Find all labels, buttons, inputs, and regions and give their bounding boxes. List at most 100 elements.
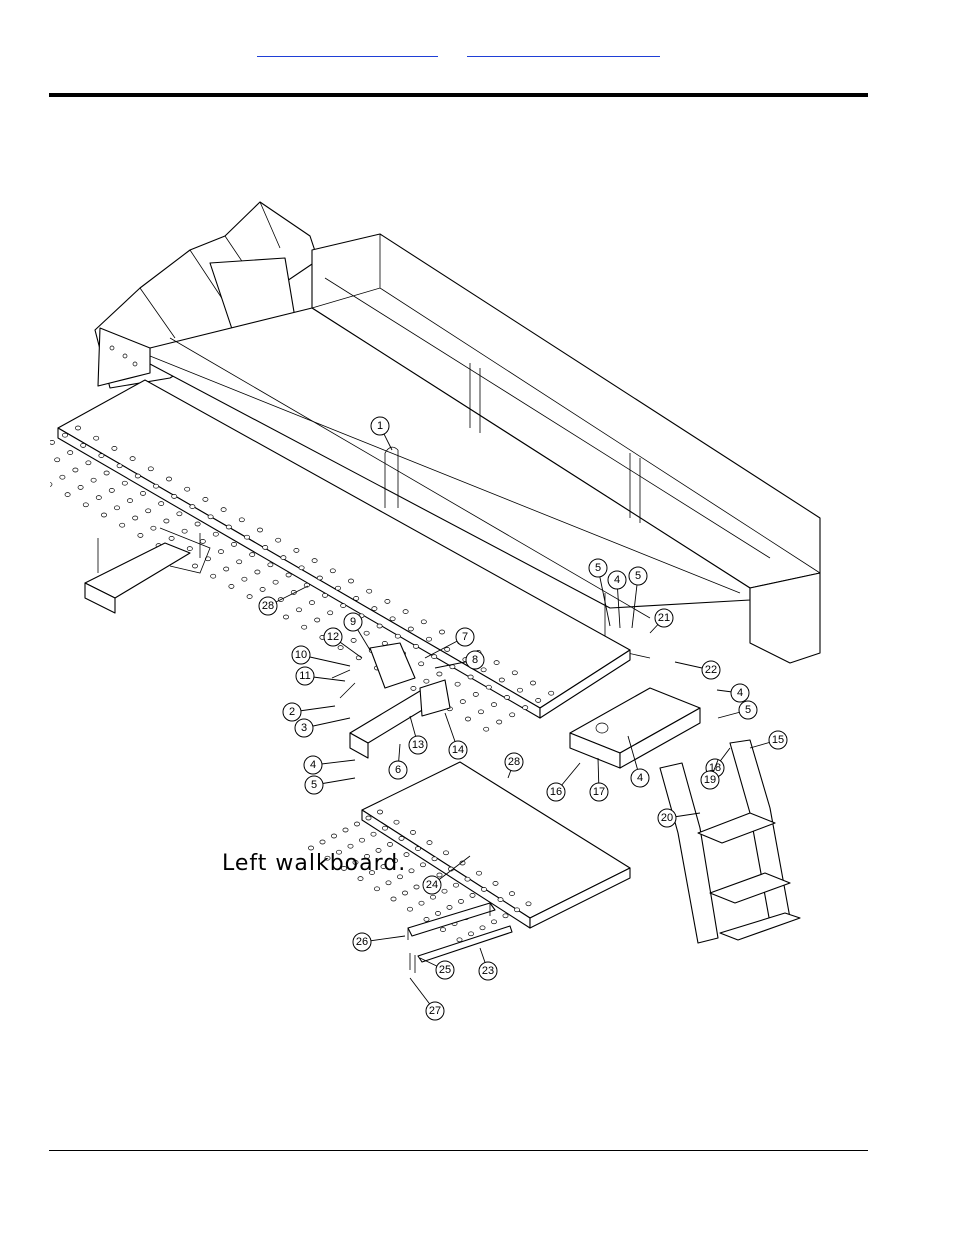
callout-label: 1 [377,420,383,432]
perforation-hole [510,713,515,717]
perforation-hole [50,482,52,486]
perforation-hole [549,691,554,695]
callout-label: 5 [595,562,601,574]
perforation-hole [460,700,465,704]
callout-label: 12 [327,631,339,643]
hinge-bracket [332,643,450,758]
perforation-hole [530,681,535,685]
perforation-hole [503,914,508,918]
perforation-hole [484,727,489,731]
perforation-hole [317,576,322,580]
callout-label: 4 [737,687,743,699]
perforation-hole [437,873,442,877]
callout-14: 14 [445,713,467,759]
callout-21: 21 [650,609,673,633]
perforation-hole [81,443,86,447]
perforation-hole [68,451,73,455]
perforation-hole [493,881,498,885]
perforation-hole [164,519,169,523]
perforation-hole [478,710,483,714]
perforation-hole [330,569,335,573]
perforation-hole [224,567,229,571]
perforation-hole [445,647,450,651]
perforation-hole [450,665,455,669]
perforation-hole [517,688,522,692]
perforation-hole [322,593,327,597]
perforation-hole [273,580,278,584]
perforation-hole [172,494,177,498]
perforation-hole [96,496,101,500]
callout-label: 23 [482,965,494,977]
callout-label: 7 [462,631,468,643]
perforation-hole [140,491,145,495]
callout-label: 6 [395,764,401,776]
perforation-hole [491,703,496,707]
callout-label: 13 [412,739,424,751]
callout-label: 14 [452,744,464,756]
perforation-hole [135,474,140,478]
perforation-hole [148,467,153,471]
perforation-hole [244,535,249,539]
callout-label: 8 [472,654,478,666]
perforation-hole [408,627,413,631]
perforation-hole [442,889,447,893]
perforation-hole [177,512,182,516]
perforation-hole [320,840,325,844]
perforation-hole [372,607,377,611]
perforation-hole [486,685,491,689]
perforation-hole [407,907,412,911]
perforation-hole [213,532,218,536]
perforation-hole [187,547,192,551]
perforation-hole [242,577,247,581]
perforation-hole [221,508,226,512]
perforation-hole [127,499,132,503]
perforation-hole [91,478,96,482]
perforation-hole [109,488,114,492]
perforation-hole [523,706,528,710]
nav-link-previous[interactable] [257,44,438,57]
footer-rule [49,1150,868,1151]
perforation-hole [402,891,407,895]
perforation-hole [348,579,353,583]
perforation-hole [83,503,88,507]
perforation-hole [481,668,486,672]
callout-label: 9 [350,616,356,628]
perforation-hole [382,826,387,830]
perforation-hole [331,834,336,838]
perforation-hole [211,574,216,578]
perforation-hole [338,646,343,650]
perforation-hole [195,522,200,526]
callout-12: 12 [324,628,362,658]
perforation-hole [122,481,127,485]
perforation-hole [200,539,205,543]
perforation-hole [403,610,408,614]
perforation-hole [439,630,444,634]
perforation-hole [354,596,359,600]
perforation-hole [377,810,382,814]
perforation-hole [411,686,416,690]
perforation-hole [447,905,452,909]
perforation-hole [453,883,458,887]
perforation-hole [424,917,429,921]
perforation-hole [104,471,109,475]
callout-label: 17 [593,786,605,798]
nav-link-next[interactable] [467,44,660,57]
perforation-hole [413,644,418,648]
callout-label: 3 [301,722,307,734]
diagram-caption: Left walkboard. [222,851,406,876]
perforation-hole [335,586,340,590]
perforation-hole [480,926,485,930]
perforation-hole [455,682,460,686]
perforation-hole [437,672,442,676]
perforation-hole [65,493,70,497]
perforation-hole [419,662,424,666]
perforation-hole [99,454,104,458]
callout-2: 2 [283,703,335,721]
perforation-hole [366,816,371,820]
perforation-hole [302,625,307,629]
perforation-hole [426,637,431,641]
perforation-hole [60,475,65,479]
perforation-hole [75,426,80,430]
perforation-hole [208,515,213,519]
callout-label: 19 [704,774,716,786]
